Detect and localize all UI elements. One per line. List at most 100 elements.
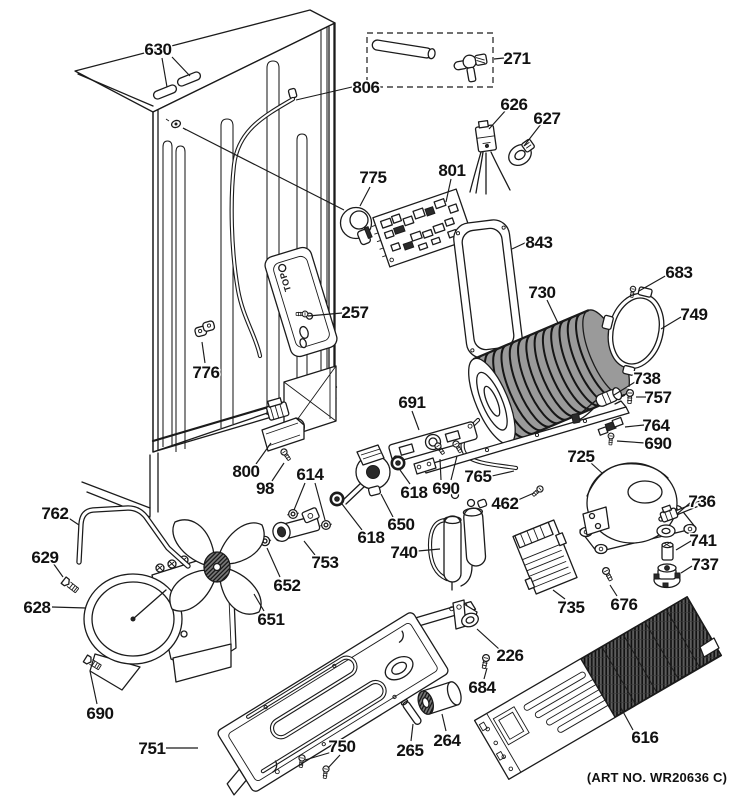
- callout-775: 775: [359, 168, 386, 187]
- leader-801: [445, 178, 452, 203]
- leader-764: [624, 424, 645, 428]
- leader-650: [380, 493, 394, 518]
- callout-736: 736: [688, 492, 715, 511]
- leader-741: [675, 540, 692, 551]
- grommet-618-a: [390, 455, 406, 471]
- leader-683: [638, 274, 668, 292]
- leader-737: [680, 565, 693, 574]
- callout-691: 691: [398, 393, 425, 412]
- callout-683: 683: [665, 263, 692, 282]
- tube-762: [76, 505, 191, 569]
- callout-765: 765: [464, 467, 491, 486]
- screw-757: [625, 388, 635, 405]
- damper-741: [661, 541, 674, 561]
- leader-753: [303, 540, 316, 556]
- leader-lines: [51, 56, 693, 769]
- callout-618: 618: [400, 483, 427, 502]
- leader-651: [253, 593, 265, 612]
- callout-627: 627: [533, 109, 560, 128]
- leader-627: [523, 123, 542, 147]
- switch-626: [469, 119, 511, 195]
- screw-684: [479, 653, 491, 670]
- callout-776: 776: [192, 363, 219, 382]
- leader-628: [51, 606, 87, 609]
- roller-264: [417, 681, 462, 715]
- grommet-618-b: [329, 491, 345, 507]
- leader-725: [590, 462, 603, 474]
- callout-630: 630: [144, 40, 171, 59]
- clip-776: [194, 320, 216, 338]
- art-number: (ART NO. WR20636 C): [587, 770, 727, 785]
- gasket-843: [453, 219, 523, 359]
- callout-226: 226: [496, 646, 523, 665]
- leader-738: [613, 381, 636, 396]
- top-vent-slot-630-right: [176, 71, 202, 87]
- leader-265: [410, 723, 414, 742]
- compressor-725: [579, 462, 697, 555]
- leader-614: [293, 482, 306, 511]
- callout-762: 762: [41, 504, 68, 523]
- leader-626: [488, 109, 507, 130]
- nut-614-a: [286, 509, 300, 519]
- callout-614: 614: [296, 465, 324, 484]
- motor-mount-753: [272, 507, 321, 542]
- grommet-775: [339, 206, 373, 246]
- drier-assembly-740: [427, 490, 488, 591]
- callout-651: 651: [257, 610, 284, 629]
- callout-737: 737: [691, 555, 718, 574]
- motor-bracket-691: [388, 421, 478, 463]
- leader-652: [266, 547, 281, 578]
- discharge-tube-736: [658, 495, 716, 523]
- condenser-fan-shroud-628: [83, 555, 237, 691]
- callout-751: 751: [138, 739, 165, 758]
- leader-684: [483, 667, 488, 680]
- leader-691: [411, 410, 420, 431]
- top-vent-slot-630-left: [152, 84, 178, 100]
- callout-757: 757: [644, 388, 671, 407]
- screw-690-right: [606, 432, 615, 446]
- leader-750: [327, 754, 341, 769]
- leader-98: [271, 462, 285, 482]
- access-plate: TOP: [264, 246, 338, 358]
- leader-616: [620, 707, 634, 731]
- callout-257: 257: [341, 303, 368, 322]
- callout-725: 725: [567, 447, 594, 466]
- callout-98: 98: [256, 479, 274, 498]
- leader-630: [171, 56, 191, 77]
- relay-735: [512, 519, 578, 595]
- leader-257: [307, 312, 343, 317]
- leader-618: [341, 503, 363, 531]
- leader-264: [441, 713, 447, 732]
- callout-690: 690: [432, 479, 459, 498]
- leader-462: [517, 492, 535, 501]
- callout-626: 626: [500, 95, 527, 114]
- condenser-coil-730: [468, 309, 640, 445]
- callout-616: 616: [631, 728, 658, 747]
- leader-750: [304, 751, 333, 761]
- roller-pin-265: [400, 699, 422, 725]
- callout-738: 738: [633, 369, 660, 388]
- callout-800: 800: [232, 462, 259, 481]
- callout-741: 741: [689, 531, 716, 550]
- callout-740: 740: [390, 543, 417, 562]
- water-tube-806: [229, 87, 298, 359]
- nut-614-b: [319, 520, 333, 530]
- leader-776: [201, 341, 206, 364]
- callout-628: 628: [23, 598, 50, 617]
- leader-736: [676, 502, 691, 515]
- leader-614: [314, 482, 326, 521]
- clip-764: [597, 416, 624, 436]
- callout-735: 735: [557, 598, 584, 617]
- callout-650: 650: [387, 515, 414, 534]
- leader-800: [255, 442, 272, 465]
- callout-652: 652: [273, 576, 300, 595]
- screw-462: [530, 484, 545, 499]
- callout-750: 750: [328, 737, 355, 756]
- leader-690: [450, 455, 458, 481]
- access-cover-616: [473, 596, 723, 780]
- fan-motor-650: [341, 444, 391, 505]
- callout-749: 749: [680, 305, 707, 324]
- leader-740: [417, 548, 441, 552]
